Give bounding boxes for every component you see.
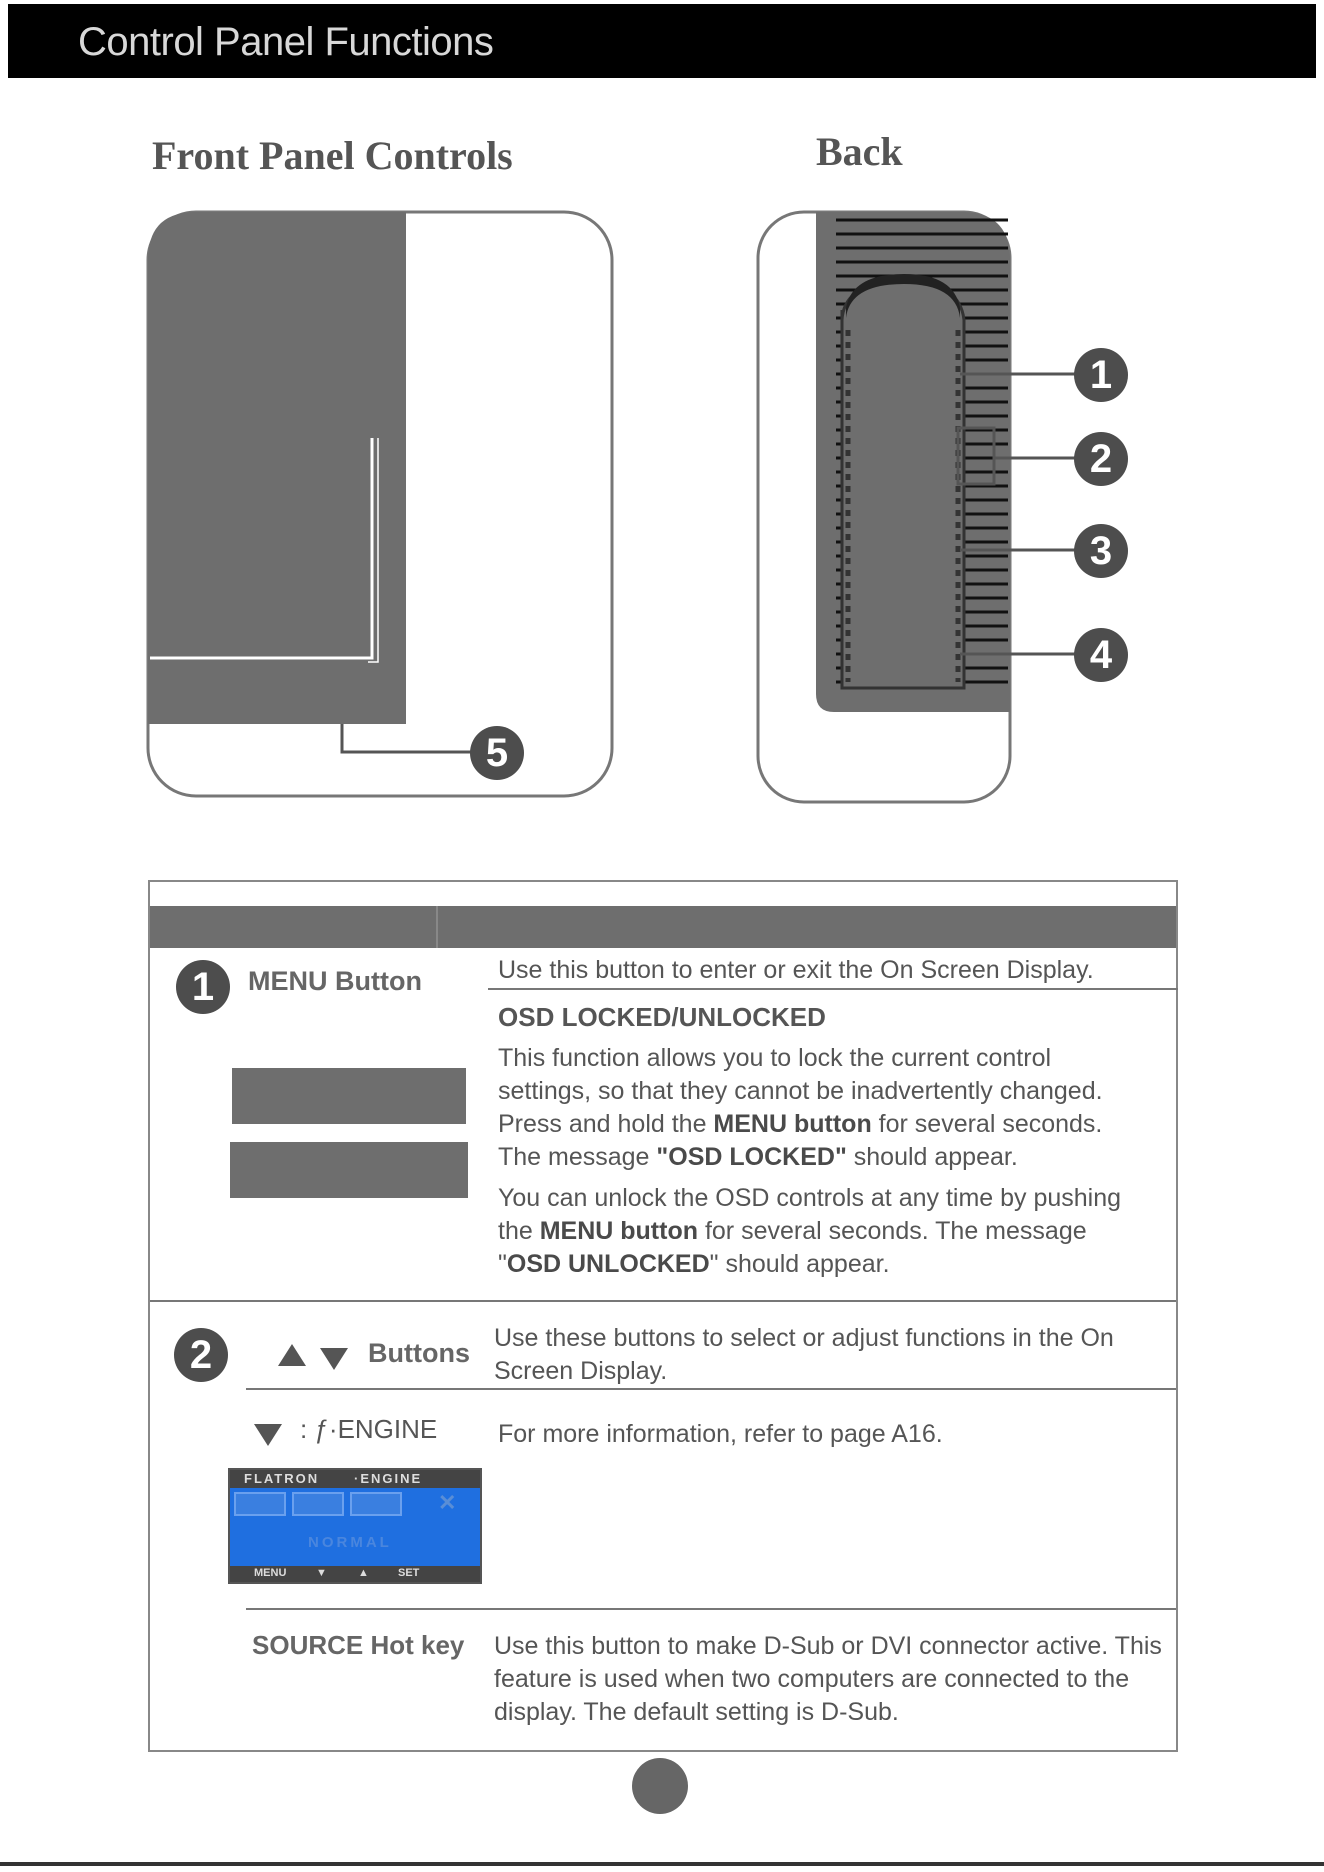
row-separator	[150, 1300, 1176, 1302]
source-hotkey-label: SOURCE Hot key	[252, 1630, 465, 1660]
back-illustration	[756, 210, 1080, 804]
f-engine-label: : ƒ·ENGINE	[300, 1414, 438, 1444]
row2-callout: 2	[174, 1328, 228, 1382]
callout-5: 5	[470, 726, 524, 780]
page-title: Control Panel Functions	[78, 20, 494, 64]
controls-table	[148, 880, 1178, 1752]
back-title: Back	[816, 129, 903, 174]
osd-mode-icon	[350, 1492, 402, 1516]
osd-footer: MENU ▼ ▲ SET	[230, 1566, 480, 1582]
header-divider	[436, 906, 438, 948]
osd-mode-icon	[234, 1492, 286, 1516]
source-hotkey-desc: Use this button to make D-Sub or DVI con…	[494, 1632, 1162, 1726]
arrow-buttons-label: Buttons	[368, 1338, 470, 1368]
header-bar	[8, 4, 1316, 78]
osd-locked-title: OSD LOCKED/UNLOCKED	[498, 1002, 826, 1032]
front-panel-title: Front Panel Controls	[152, 133, 513, 178]
callout-4: 4	[1074, 628, 1128, 682]
arrow-buttons-desc: Use these buttons to select or adjust fu…	[494, 1324, 1114, 1385]
osd-locked-image	[232, 1068, 466, 1124]
osd-header: FLATRON ·ENGINE	[230, 1470, 480, 1488]
callout-3: 3	[1074, 524, 1128, 578]
down-arrow-icon	[254, 1424, 282, 1446]
callout-1: 1	[1074, 348, 1128, 402]
f-engine-desc: For more information, refer to page A16.	[498, 1420, 943, 1448]
table-header	[150, 906, 1176, 948]
osd-mode-icon	[292, 1492, 344, 1516]
row2-divider	[246, 1388, 1176, 1390]
menu-desc: Use this button to enter or exit the On …	[498, 956, 1094, 984]
osd-unlock-paragraph: You can unlock the OSD controls at any t…	[498, 1184, 1122, 1278]
bottom-rule	[0, 1862, 1324, 1866]
menu-button-label: MENU Button	[248, 966, 422, 996]
row1-callout: 1	[176, 960, 230, 1014]
osd-lock-paragraph: This function allows you to lock the cur…	[498, 1044, 1103, 1171]
up-arrow-icon	[278, 1344, 306, 1366]
f-engine-osd-image: FLATRON ·ENGINE ✕ NORMAL MENU ▼ ▲ SET	[228, 1468, 482, 1584]
osd-close-icon: ✕	[438, 1490, 457, 1515]
page-number-dot	[632, 1758, 688, 1814]
monitor-screen	[148, 212, 406, 724]
down-arrow-icon	[320, 1348, 348, 1370]
row3-divider	[246, 1608, 1176, 1610]
osd-unlocked-image	[230, 1142, 468, 1198]
front-panel-illustration	[146, 210, 614, 798]
callout-2: 2	[1074, 432, 1128, 486]
row1-divider	[488, 988, 1178, 990]
osd-mode-text: NORMAL	[308, 1534, 392, 1551]
